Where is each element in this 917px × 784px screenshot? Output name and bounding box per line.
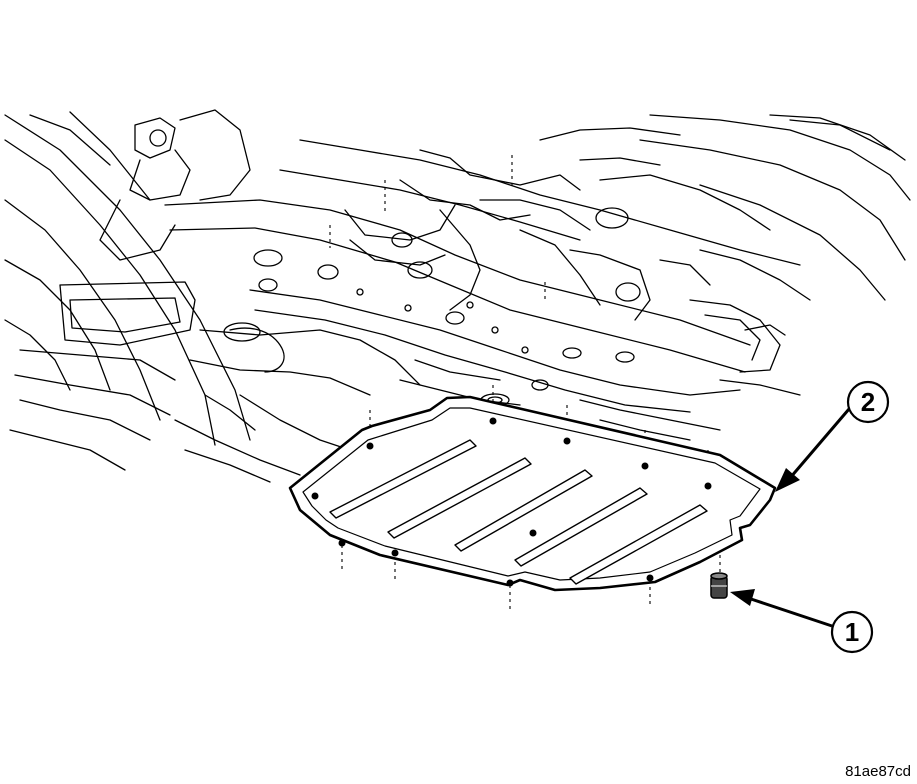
skid-plate-bolt-holes [311, 417, 712, 587]
callout-1: 1 [730, 589, 874, 654]
skid-plate [288, 395, 777, 592]
figure-code: 81ae87cd [845, 763, 911, 780]
vehicle-underbody [4, 109, 911, 483]
callout-2: 2 [775, 380, 890, 492]
skid-plate-ribs [329, 439, 708, 585]
callout-2-number: 2 [861, 387, 875, 417]
bolt [710, 572, 728, 599]
callout-1-number: 1 [845, 617, 859, 647]
